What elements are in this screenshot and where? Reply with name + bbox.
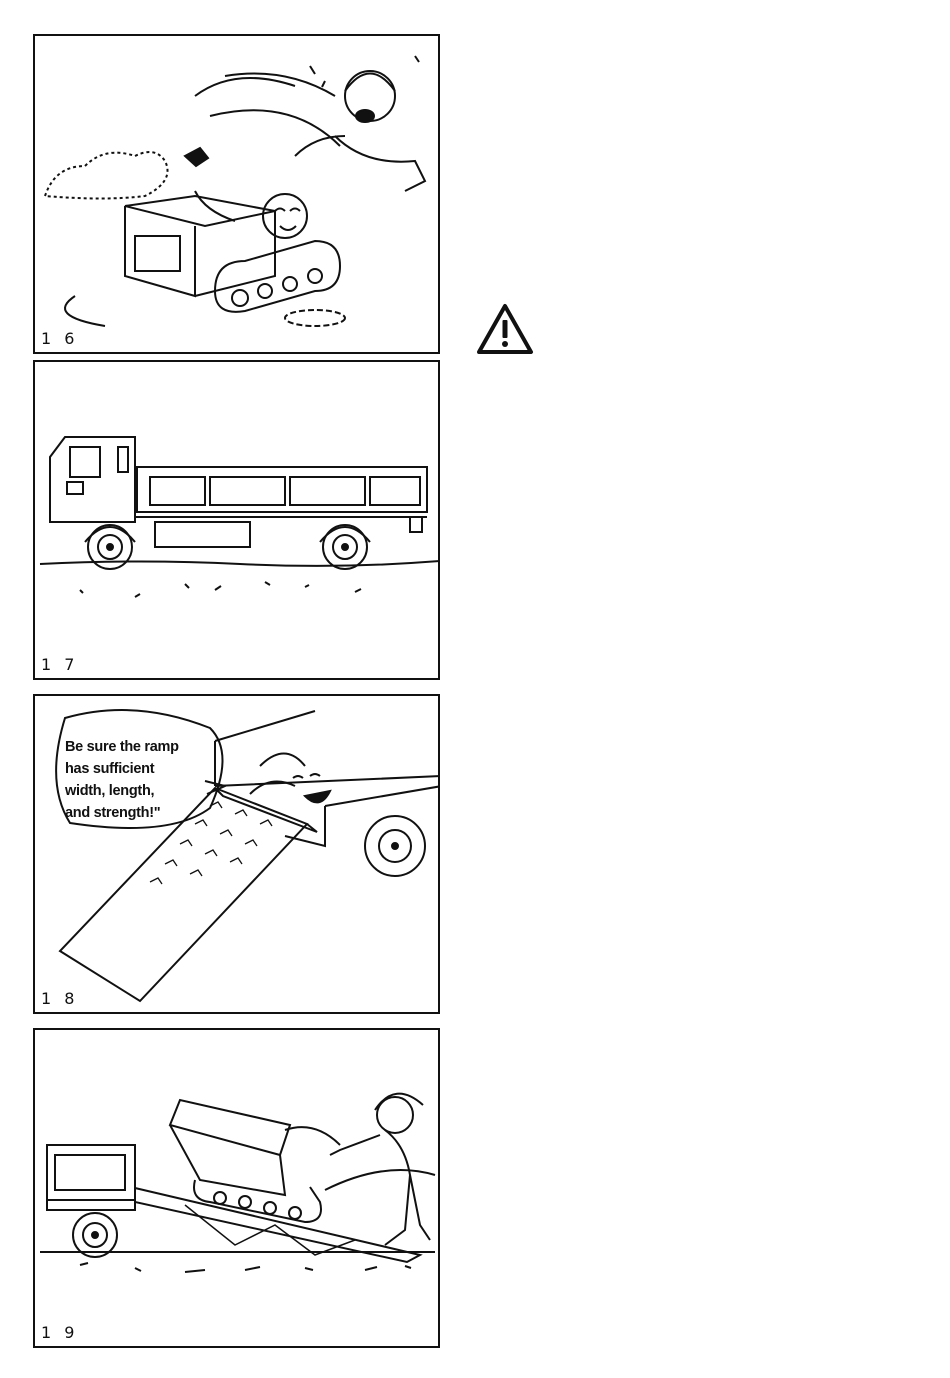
panel-number: 1 8 bbox=[41, 989, 78, 1008]
speech-line: width, length, bbox=[65, 780, 215, 802]
panel-number: 1 7 bbox=[41, 655, 78, 674]
panel-number: 1 6 bbox=[41, 329, 78, 348]
speech-bubble-text: Be sure the ramp has sufficient width, l… bbox=[65, 736, 215, 824]
loading-illustration bbox=[35, 1030, 440, 1348]
illustration-panel-17: 1 7 bbox=[33, 360, 440, 680]
illustration-panel-18: Be sure the ramp has sufficient width, l… bbox=[33, 694, 440, 1014]
truck-illustration bbox=[35, 362, 440, 680]
speech-line: and strength!" bbox=[65, 802, 215, 824]
warning-triangle-icon bbox=[476, 303, 534, 355]
illustration-panel-16: 1 6 bbox=[33, 34, 440, 354]
speech-line: Be sure the ramp bbox=[65, 736, 215, 758]
panel-number: 1 9 bbox=[41, 1323, 78, 1342]
illustration-panel-19: 1 9 bbox=[33, 1028, 440, 1348]
accident-illustration bbox=[35, 36, 440, 354]
speech-line: has sufficient bbox=[65, 758, 215, 780]
